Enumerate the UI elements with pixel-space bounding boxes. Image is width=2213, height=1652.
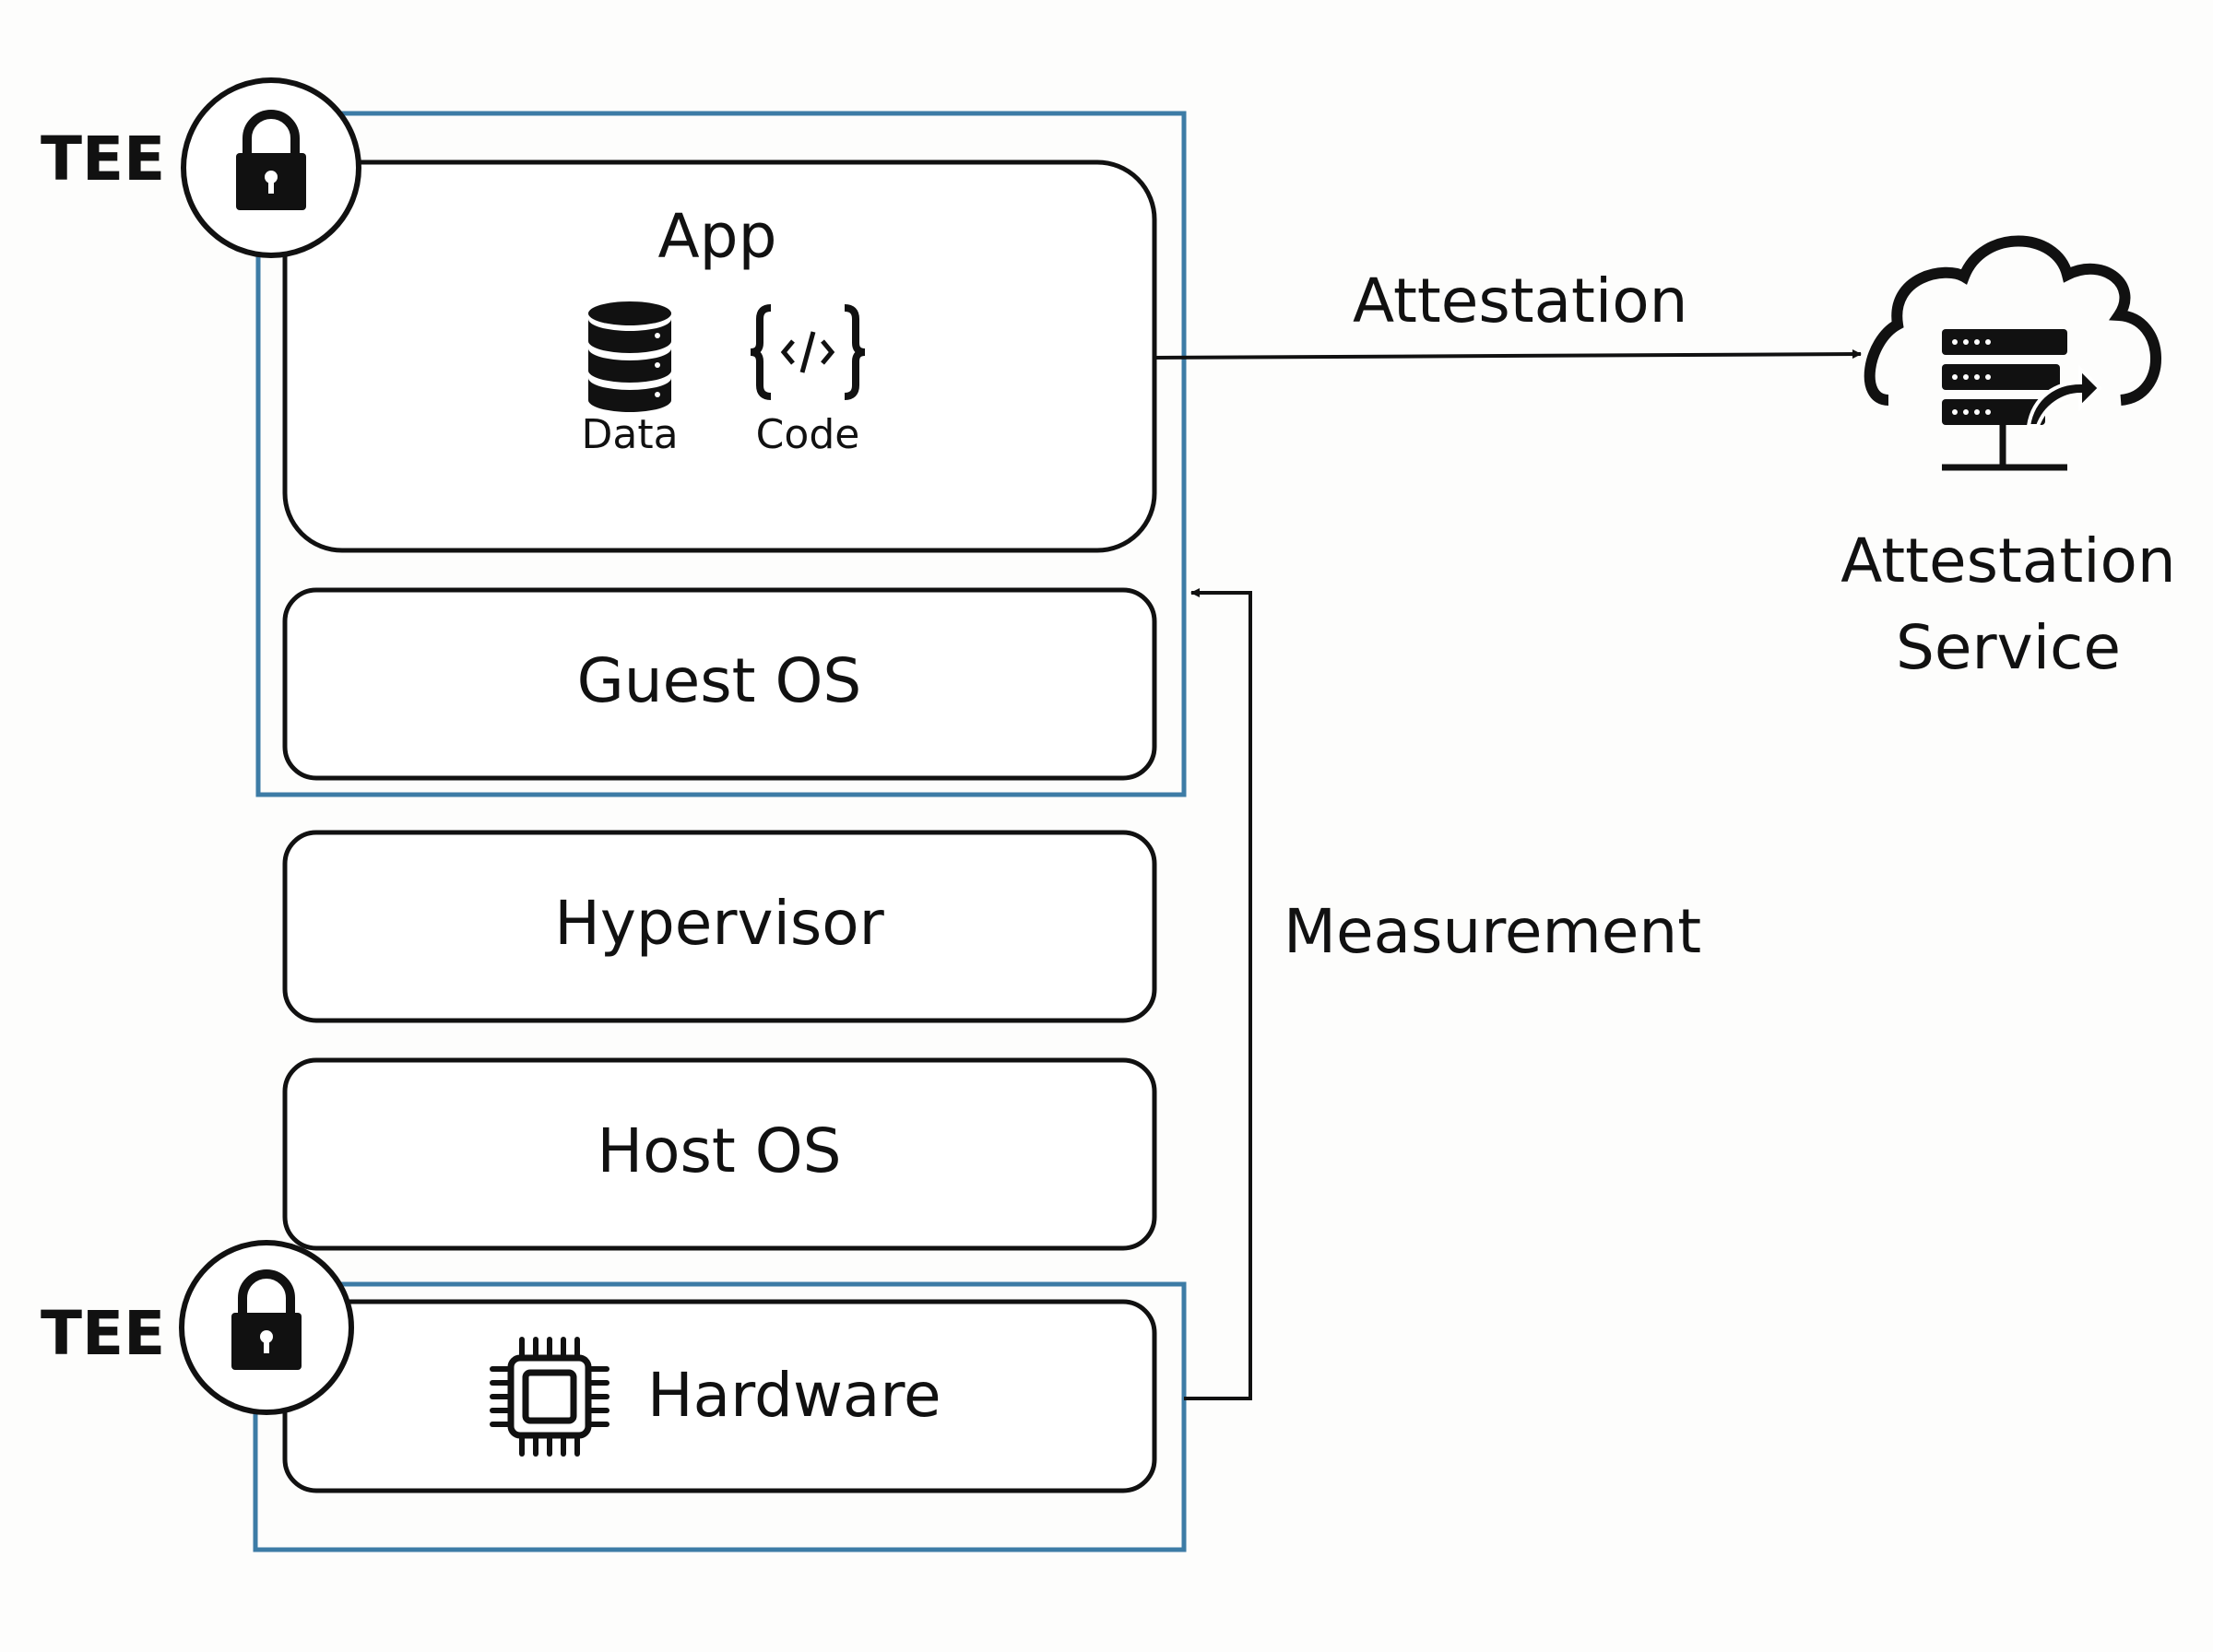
attestation-arrow	[1154, 349, 1862, 360]
tee-boundary-bottom	[253, 1281, 1187, 1552]
lock-icon	[236, 110, 306, 210]
service-label-line1: Attestation	[1840, 525, 2176, 596]
tee-lock-badge-bottom	[179, 1240, 354, 1415]
service-label-line2: Service	[1896, 612, 2121, 683]
app-layer-title: App	[657, 201, 777, 272]
app-data-label: Data	[581, 411, 679, 458]
attestation-edge-label: Attestation	[1353, 266, 1688, 336]
tee-label-top: TEE	[41, 124, 166, 195]
cpu-chip-icon	[490, 1337, 609, 1457]
tee-lock-badge-top	[181, 77, 361, 258]
measurement-edge-label: Measurement	[1284, 896, 1702, 967]
tee-label-bottom: TEE	[41, 1298, 166, 1369]
code-icon	[750, 304, 866, 400]
hypervisor-layer-box[interactable]	[282, 830, 1157, 1023]
measurement-arrow	[1184, 588, 1252, 1400]
host-os-label: Host OS	[597, 1115, 842, 1186]
hardware-label: Hardware	[647, 1360, 941, 1431]
guest-os-layer-box[interactable]	[282, 587, 1157, 781]
lock-icon	[231, 1269, 302, 1370]
host-os-layer-box[interactable]	[282, 1057, 1157, 1251]
hypervisor-label: Hypervisor	[554, 888, 884, 959]
guest-os-label: Guest OS	[576, 645, 862, 716]
database-icon	[588, 301, 671, 412]
tee-boundary-top	[255, 111, 1187, 797]
app-code-label: Code	[755, 411, 860, 458]
cloud-server-icon	[1864, 235, 2161, 471]
